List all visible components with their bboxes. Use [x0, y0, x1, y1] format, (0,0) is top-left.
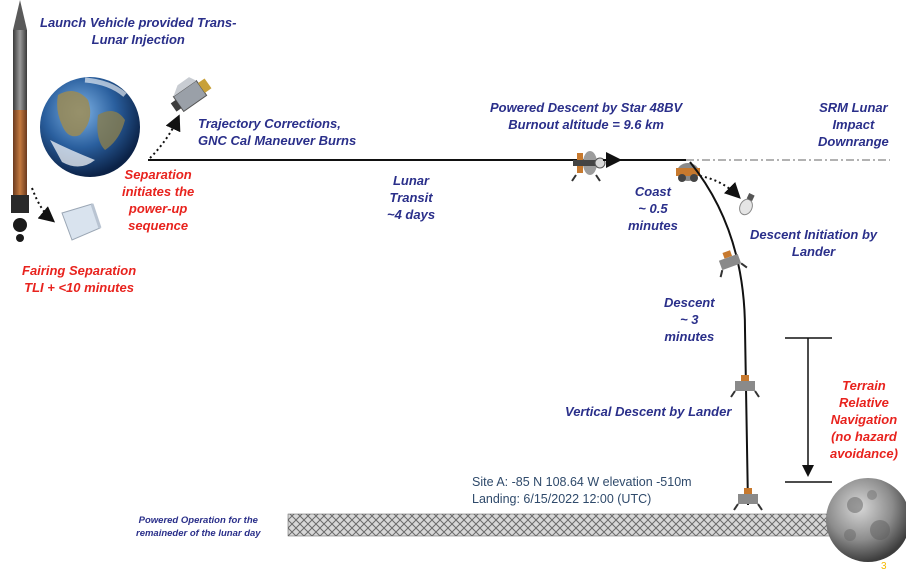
- separation-label: Separation initiates the power-up sequen…: [122, 166, 194, 234]
- srm-jettison-icon: [737, 192, 757, 217]
- moon-icon: [826, 478, 906, 562]
- separation-arrow: [150, 118, 178, 158]
- srm-impact-label: SRM Lunar Impact Downrange: [818, 99, 889, 150]
- landing-info: Landing: 6/15/2022 12:00 (UTC): [472, 491, 651, 508]
- trn-range-bracket: [785, 338, 832, 482]
- powered-operation-label: Powered Operation for the remaineder of …: [136, 514, 261, 540]
- lander-burnout-icon: [676, 163, 700, 182]
- spacecraft-icon: [164, 70, 213, 115]
- vertical-descent-label: Vertical Descent by Lander: [565, 403, 731, 420]
- coast-label: Coast ~ 0.5 minutes: [628, 183, 678, 234]
- fairing-separation-label: Fairing Separation TLI + <10 minutes: [22, 262, 136, 296]
- lander-descent-init-icon: [713, 247, 747, 277]
- trn-label: Terrain Relative Navigation (no hazard a…: [830, 377, 898, 462]
- trajectory-corrections-label: Trajectory Corrections, GNC Cal Maneuver…: [198, 115, 356, 149]
- earth-icon: [40, 77, 140, 177]
- lander-vertical-icon: [731, 375, 759, 397]
- srm-jettison-arrow: [700, 176, 738, 196]
- fairing-arrow: [32, 188, 52, 220]
- fairing-icon: [62, 204, 100, 240]
- launch-vehicle-label: Launch Vehicle provided Trans- Lunar Inj…: [40, 14, 237, 48]
- lander-landed-icon: [734, 488, 762, 510]
- site-info: Site A: -85 N 108.64 W elevation -510m: [472, 474, 692, 491]
- launch-vehicle-icon: [11, 0, 29, 242]
- lander-star48-icon: [572, 151, 605, 181]
- lunar-surface: [288, 514, 835, 536]
- lunar-transit-label: Lunar Transit ~4 days: [387, 172, 435, 223]
- powered-descent-label: Powered Descent by Star 48BV Burnout alt…: [490, 99, 682, 133]
- page-number: 3: [881, 561, 887, 572]
- descent-initiation-label: Descent Initiation by Lander: [750, 226, 877, 260]
- descent-label: Descent ~ 3 minutes: [664, 294, 715, 345]
